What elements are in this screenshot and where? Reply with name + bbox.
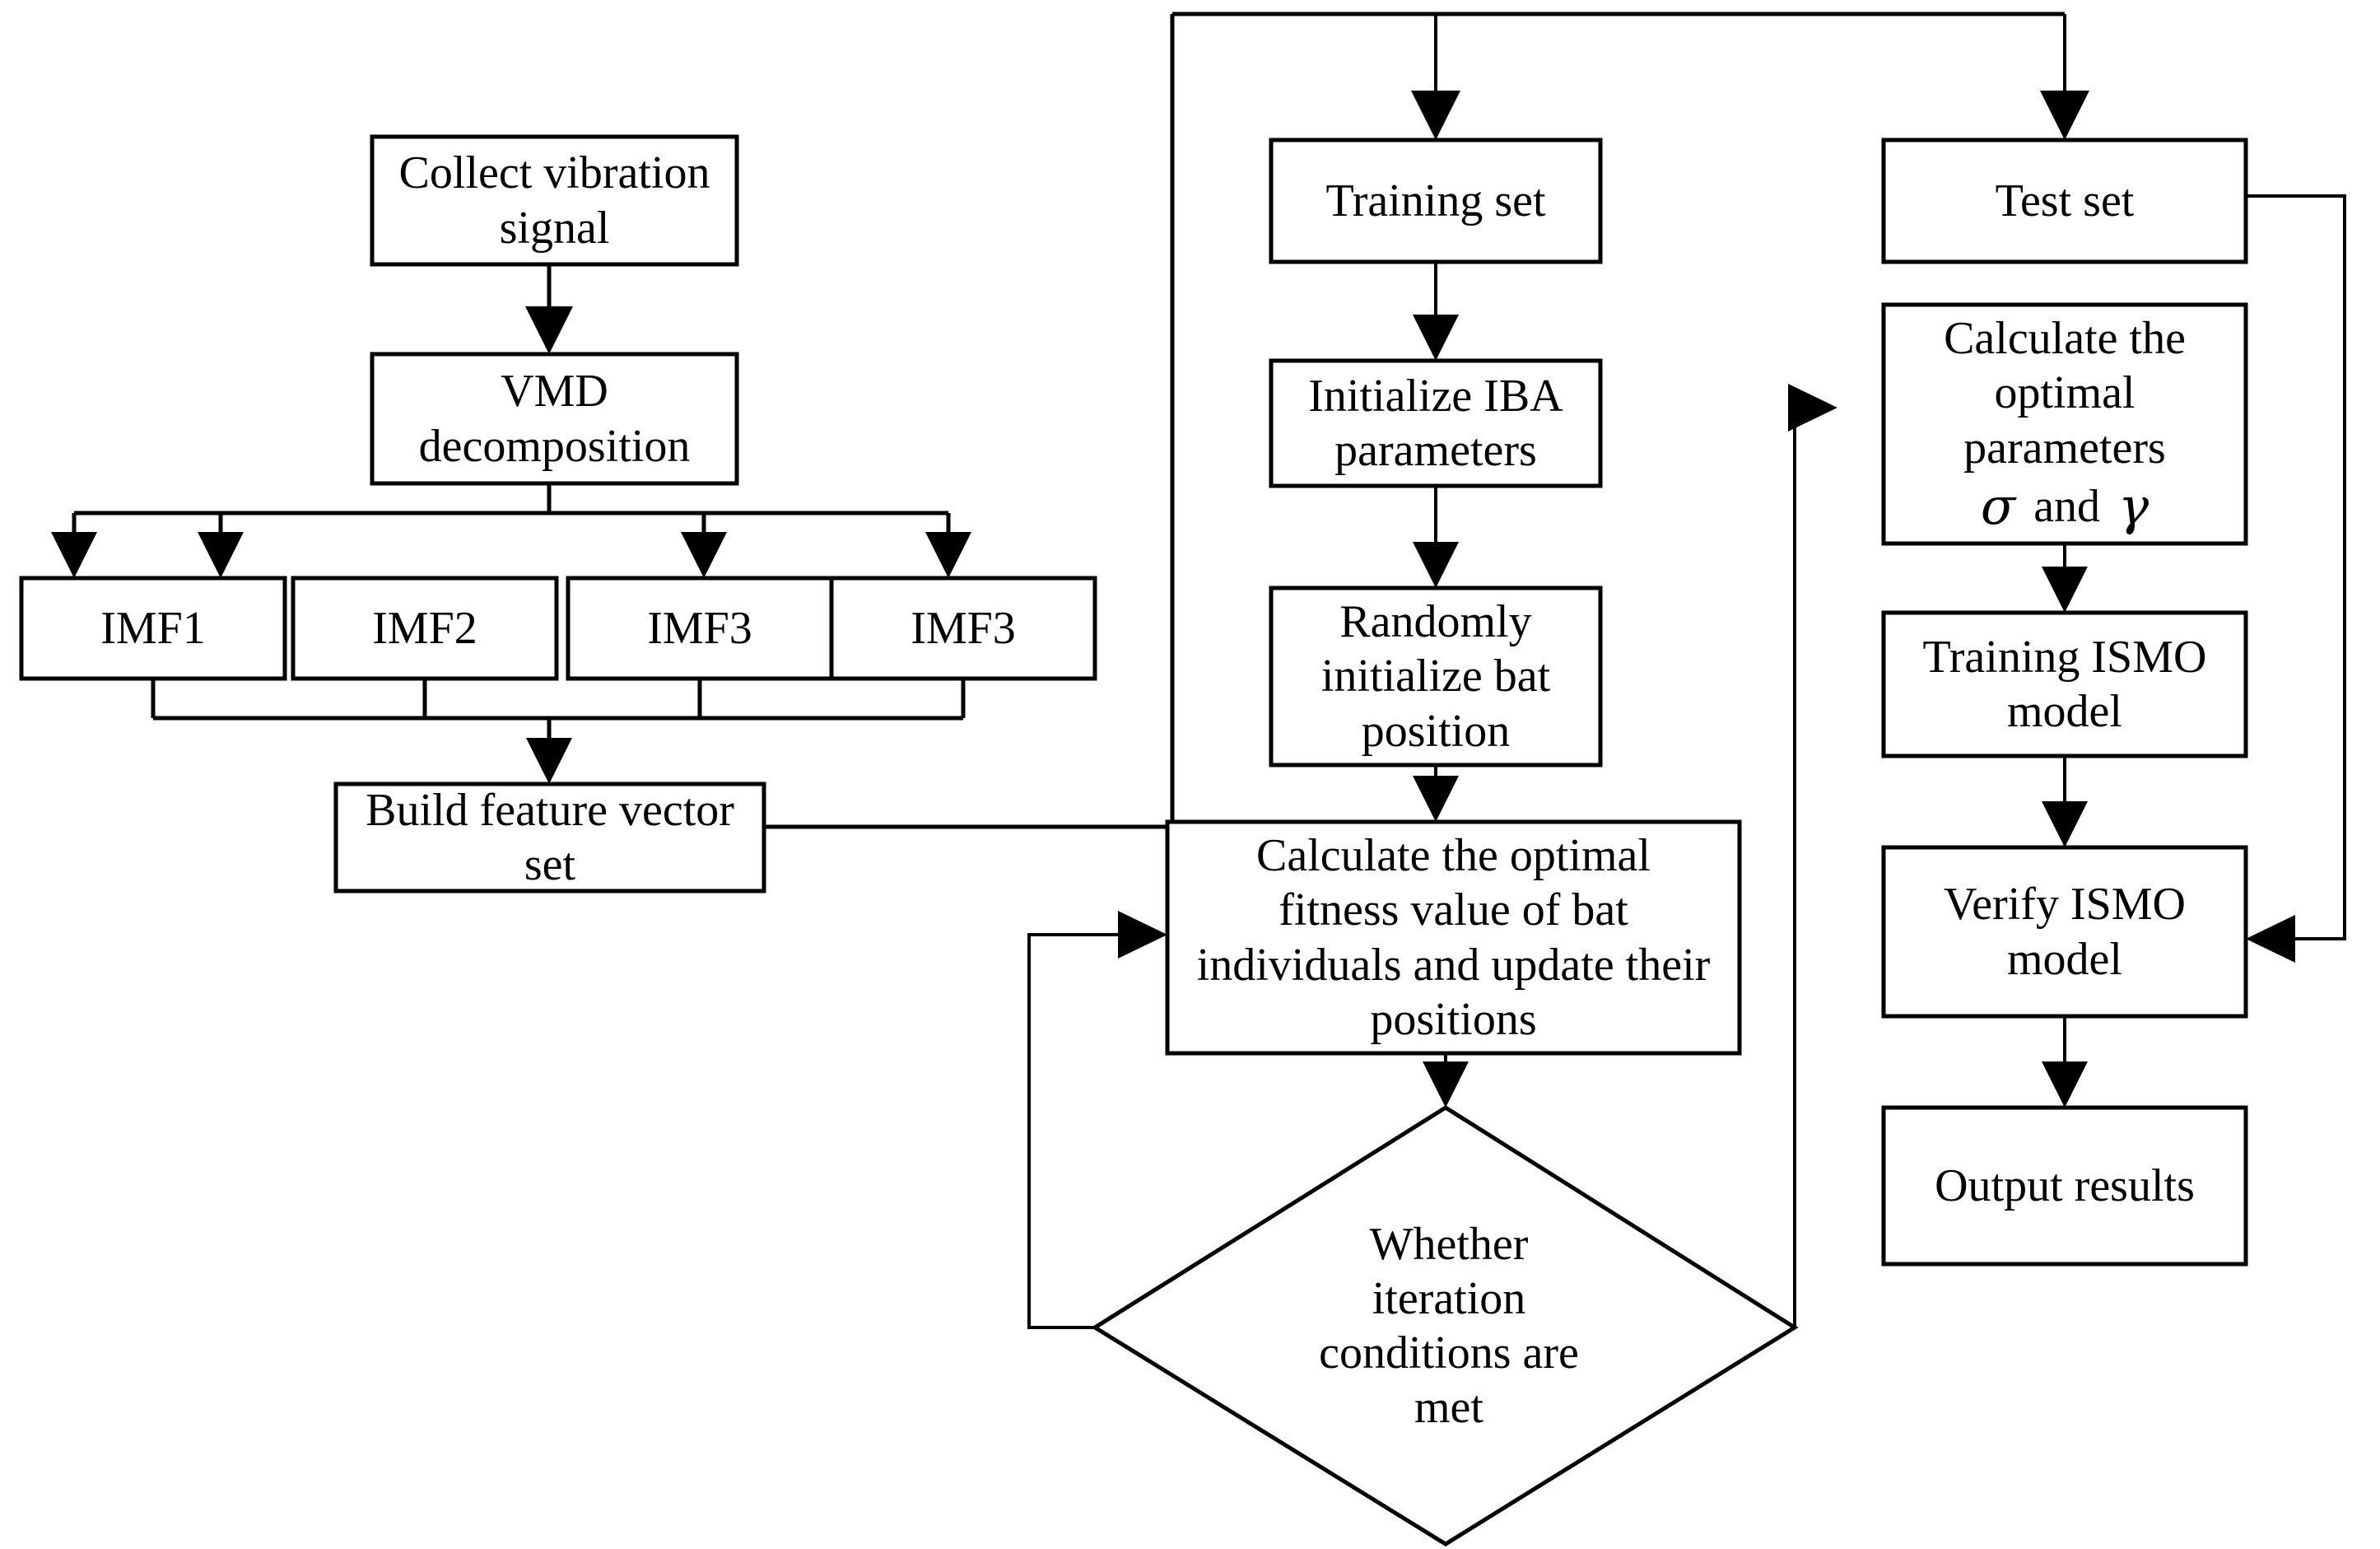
- node-calc-fitness-shape[interactable]: [1165, 819, 1742, 1056]
- arrowhead-test-set: [2040, 91, 2089, 140]
- edge-decision-feedback-loop: [1027, 933, 1128, 1329]
- node-verify-ismo-shape[interactable]: [1881, 845, 2248, 1019]
- arrowhead-decision: [1423, 1061, 1469, 1108]
- arrowhead-training-ismo: [2042, 567, 2088, 613]
- arrowhead-build-feature: [526, 738, 572, 784]
- node-imf2-shape[interactable]: [291, 576, 559, 681]
- node-imf3-shape[interactable]: [566, 576, 834, 681]
- arrowhead-collect-to-vmd: [525, 306, 573, 354]
- node-training-ismo-shape[interactable]: [1881, 610, 2248, 758]
- arrowhead-init-iba: [1413, 315, 1459, 361]
- node-test-set-shape[interactable]: [1881, 138, 2248, 264]
- node-random-bat-shape[interactable]: [1269, 586, 1603, 768]
- arrowhead-random-bat: [1413, 542, 1459, 588]
- arrowhead-training-set: [1411, 91, 1460, 140]
- arrowhead-feedback-into-calc: [1118, 911, 1167, 959]
- node-vmd-shape[interactable]: [370, 352, 739, 486]
- node-imf4-shape[interactable]: [829, 576, 1097, 681]
- edge-test-set-to-verify: [2246, 194, 2346, 940]
- edge-decision-to-calc-params: [1793, 406, 1798, 1327]
- arrowhead-imf2: [198, 532, 244, 578]
- arrowhead-verify-ismo: [2042, 801, 2088, 847]
- node-init-iba-shape[interactable]: [1269, 358, 1603, 488]
- node-build-feature-shape[interactable]: [333, 781, 766, 893]
- node-imf1-shape[interactable]: [19, 576, 287, 681]
- node-training-set-shape[interactable]: [1269, 138, 1603, 264]
- arrowhead-imf3: [681, 532, 727, 578]
- arrowhead-calc-fitness: [1413, 776, 1459, 822]
- node-decision-shape[interactable]: [1091, 1105, 1799, 1547]
- arrowhead-test-to-verify: [2246, 915, 2295, 963]
- node-calc-params-shape[interactable]: [1881, 302, 2248, 546]
- arrowhead-into-calc-params: [1788, 384, 1837, 432]
- node-collect-signal-shape[interactable]: [370, 134, 739, 267]
- arrowhead-imf4: [925, 532, 971, 578]
- arrowhead-imf1: [51, 532, 97, 578]
- node-output-results-shape[interactable]: [1881, 1105, 2248, 1267]
- arrowhead-output-results: [2042, 1061, 2088, 1108]
- edge-build-to-top-bus: [764, 14, 1175, 829]
